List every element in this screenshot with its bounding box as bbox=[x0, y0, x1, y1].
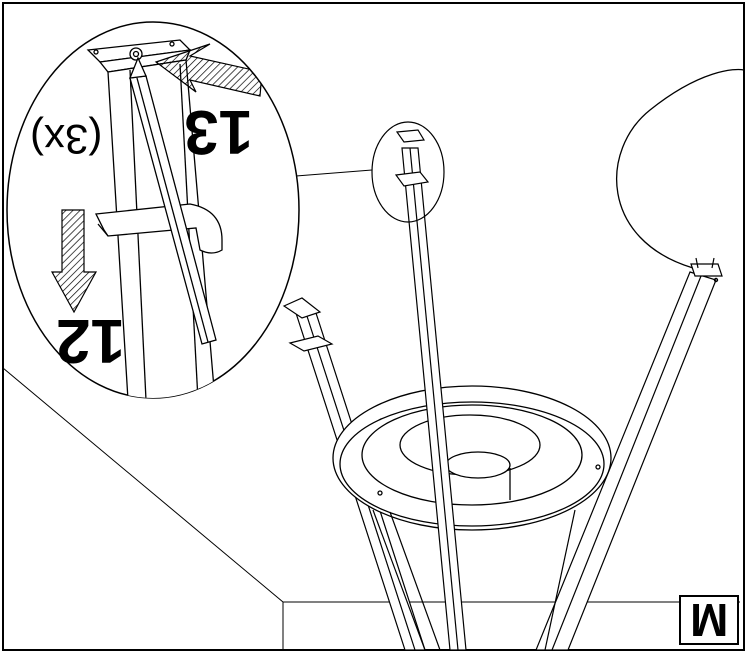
quantity-label: (3x) bbox=[30, 116, 103, 163]
detail-callout-circle bbox=[371, 121, 445, 223]
sleeve-clip bbox=[94, 203, 223, 254]
step-number-12: 12 bbox=[56, 306, 125, 375]
ring-luminaire bbox=[332, 385, 612, 531]
rod-right bbox=[535, 257, 723, 651]
suspension-cable bbox=[616, 68, 745, 269]
page-marker-letter: M bbox=[689, 594, 729, 646]
callout-leader-line bbox=[295, 169, 373, 177]
bracket-plate bbox=[86, 39, 192, 73]
page-marker-box: M bbox=[679, 594, 739, 646]
rod-center bbox=[394, 129, 467, 651]
step-number-13: 13 bbox=[184, 97, 253, 166]
arrow-insert bbox=[154, 43, 263, 97]
wire-insert bbox=[128, 56, 217, 345]
arrow-push-down bbox=[50, 209, 98, 314]
zoom-detail-content bbox=[50, 39, 263, 398]
rod-strands-lower bbox=[372, 509, 576, 651]
